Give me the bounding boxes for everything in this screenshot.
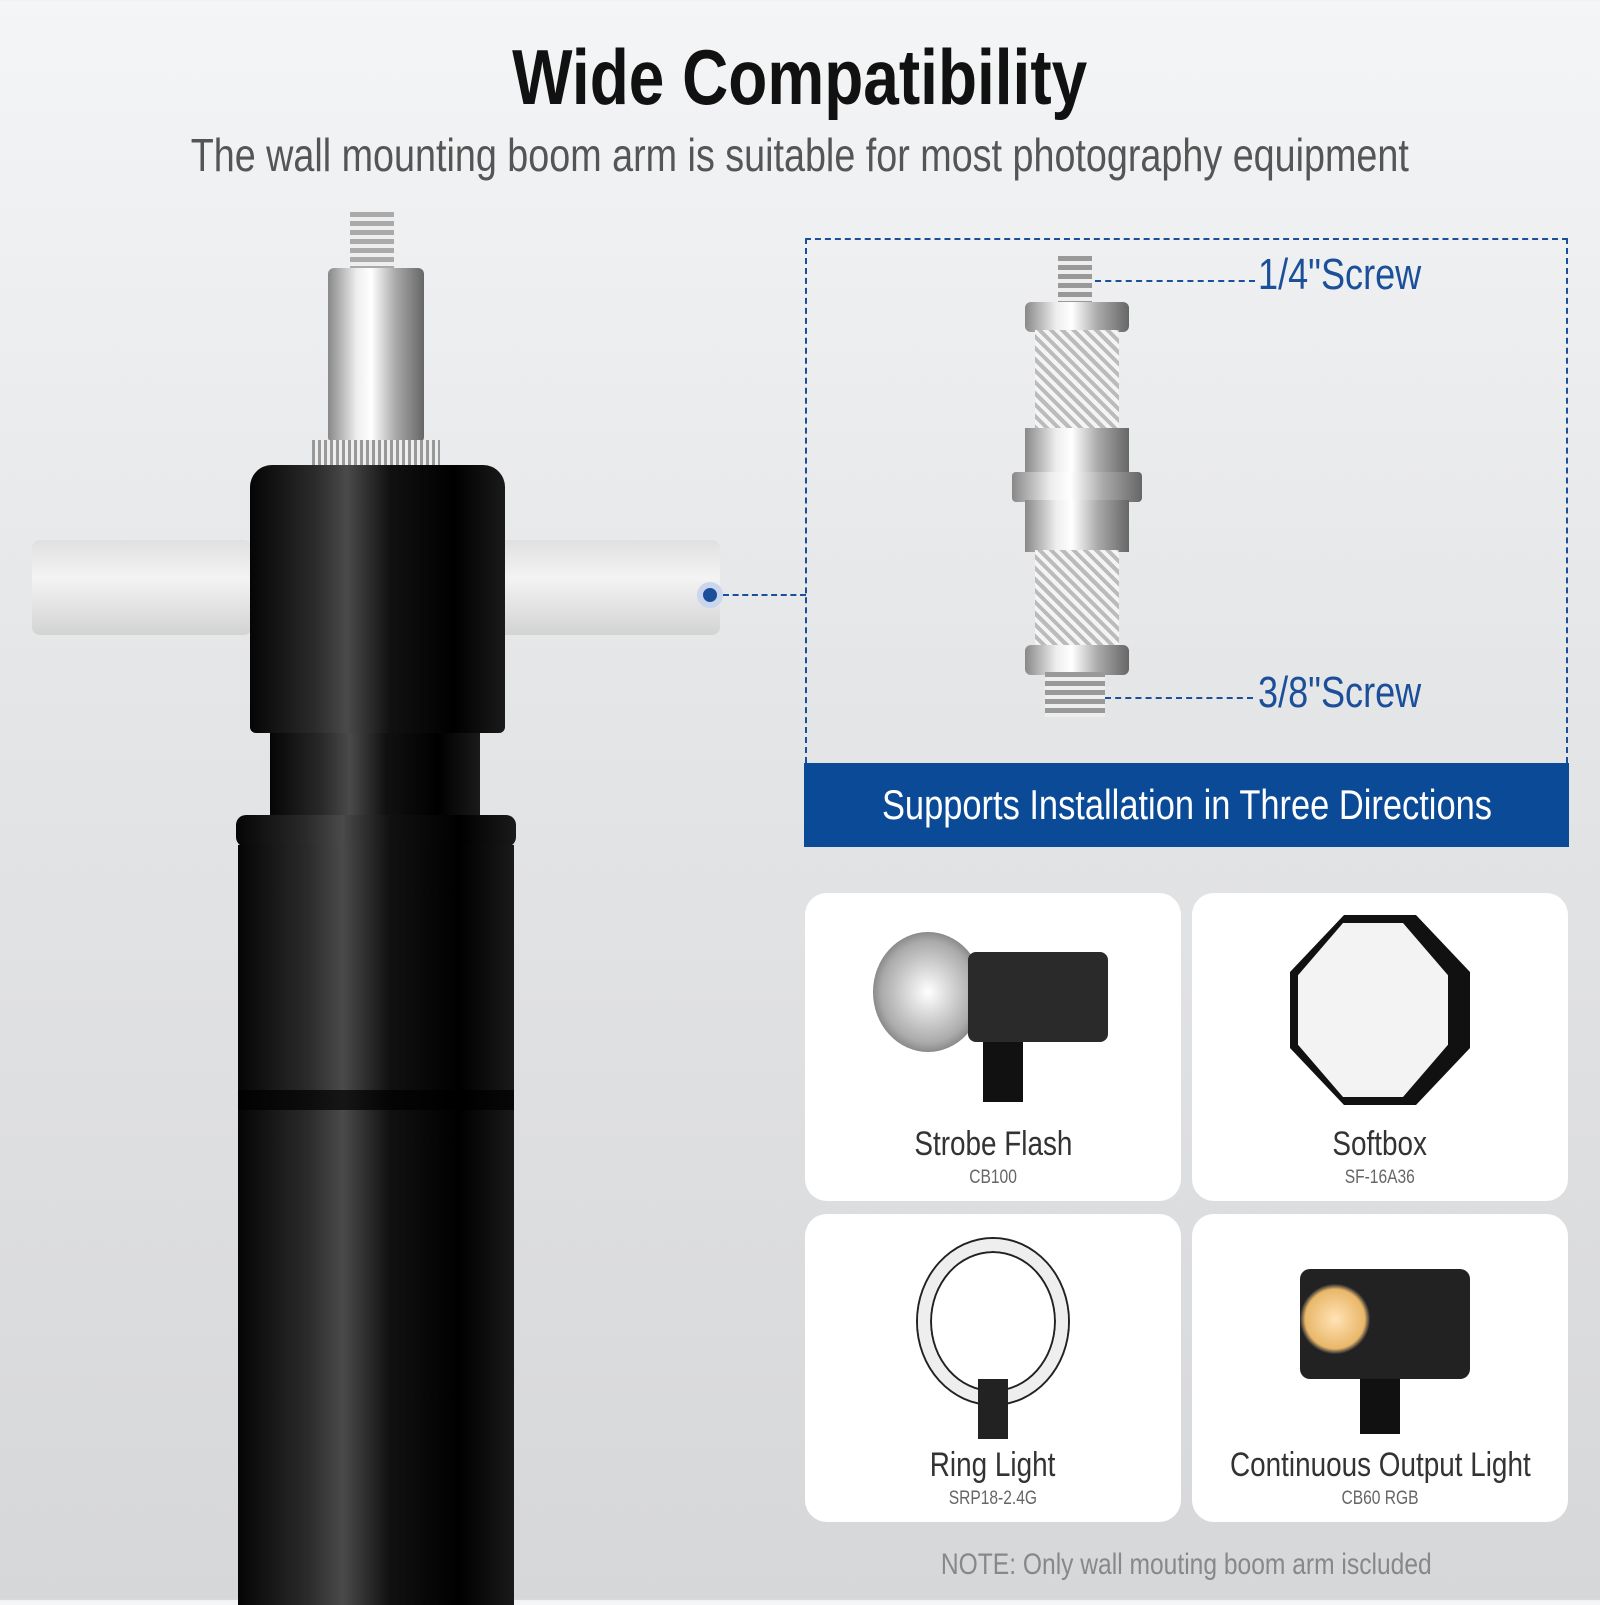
footnote: NOTE: Only wall mouting boom arm isclude… [941, 1548, 1432, 1581]
installation-banner: Supports Installation in Three Direction… [804, 763, 1569, 847]
product-card-strobe-flash: Strobe Flash CB100 [805, 893, 1181, 1201]
product-card-continuous-light: Continuous Output Light CB60 RGB [1192, 1214, 1568, 1522]
product-model: SRP18-2.4G [948, 1488, 1038, 1509]
product-model: CB100 [969, 1167, 1017, 1188]
page-subtitle: The wall mounting boom arm is suitable f… [190, 129, 1410, 181]
softbox-image [1290, 915, 1470, 1105]
bottom-screw-leader [1105, 697, 1253, 699]
product-name: Softbox [1332, 1125, 1428, 1163]
product-model: CB60 RGB [1341, 1488, 1419, 1509]
bottom-screw-label: 3/8"Screw [1258, 668, 1422, 717]
product-card-softbox: Softbox SF-16A36 [1192, 893, 1568, 1201]
continuous-light-image [1290, 1249, 1470, 1449]
page-title: Wide Compatibility [512, 33, 1088, 121]
top-screw-label: 1/4"Screw [1258, 250, 1422, 299]
ring-light-image [918, 1239, 1068, 1439]
product-name: Continuous Output Light [1229, 1446, 1531, 1484]
connector-dot [697, 582, 723, 608]
strobe-flash-image [873, 917, 1113, 1107]
product-model: SF-16A36 [1344, 1167, 1416, 1188]
connector-line [723, 594, 806, 596]
adapter-detail-box [805, 238, 1568, 763]
top-screw-leader [1095, 280, 1255, 282]
product-card-ring-light: Ring Light SRP18-2.4G [805, 1214, 1181, 1522]
product-name: Strobe Flash [913, 1125, 1073, 1163]
product-name: Ring Light [930, 1446, 1056, 1484]
